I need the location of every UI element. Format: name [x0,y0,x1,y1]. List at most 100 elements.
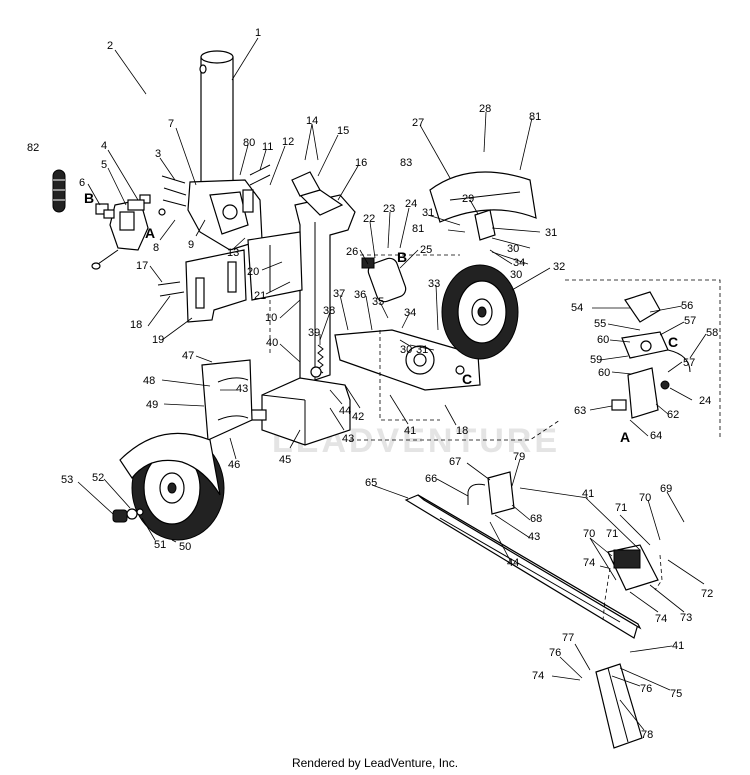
callout-52: 52 [92,472,104,484]
callout-11: 11 [262,141,273,153]
leader-lines [77,37,707,731]
callout-42: 42 [352,411,364,423]
callout-18-right: 18 [456,425,468,437]
connector-a-valve: A [145,225,155,241]
callout-2: 2 [107,40,113,52]
callout-14: 14 [306,115,318,127]
callout-26: 26 [346,246,358,258]
callout-56: 56 [681,300,693,312]
callout-19: 19 [152,334,164,346]
callout-33: 33 [428,278,440,290]
callout-15: 15 [337,125,349,137]
callout-76-b: 76 [640,683,652,695]
callout-68: 68 [530,513,542,525]
callout-28: 28 [479,103,491,115]
callout-38: 38 [323,305,335,317]
callout-60-a: 60 [597,334,609,346]
tongue-bracket [467,471,515,515]
callout-43-b: 43 [342,433,354,445]
callout-13: 13 [227,247,239,259]
tow-tongue [404,494,642,639]
callout-78: 78 [641,729,653,741]
control-valve [91,199,149,270]
footer-credit: Rendered by LeadVenture, Inc. [291,756,459,770]
hydraulic-hose [139,91,160,204]
engine-mount-plate [334,329,481,391]
cylinder-mount-bracket [187,179,263,251]
callout-1: 1 [255,27,261,39]
connector-a-inset: A [620,429,630,445]
callout-83: 83 [400,157,412,169]
vertical-beam [294,189,356,386]
callout-48: 48 [143,375,155,387]
callout-4: 4 [101,140,107,152]
callout-55: 55 [594,318,606,330]
callout-31-a: 31 [422,207,434,219]
callout-77: 77 [562,632,574,644]
callout-41-b: 41 [582,488,594,500]
callout-23: 23 [383,203,395,215]
slide-plate [185,249,247,323]
axle-bracket [201,359,253,441]
callout-46: 46 [228,459,240,471]
callout-65: 65 [365,477,377,489]
callout-75: 75 [670,688,682,700]
callout-59: 59 [590,354,602,366]
right-fender [429,171,537,223]
callout-66: 66 [425,473,437,485]
guide-bolts [157,281,185,297]
fender-bracket [474,209,496,241]
valve-detail-inset [565,279,721,440]
callout-41-a: 41 [404,425,416,437]
callout-45: 45 [279,454,291,466]
handle-grip [52,169,66,213]
callout-69: 69 [660,483,672,495]
callout-47: 47 [182,350,194,362]
callout-12: 12 [282,136,294,148]
callout-43-c: 43 [528,531,540,543]
callout-67: 67 [449,456,461,468]
callout-82: 82 [27,142,39,154]
oil-filter [361,257,407,303]
callout-35: 35 [372,296,384,308]
callout-18-left: 18 [130,319,142,331]
callout-71-b: 71 [606,528,618,540]
elbow-fitting [95,203,115,219]
routing-lines [269,254,561,441]
right-wheel [441,264,519,360]
callout-79: 79 [513,451,525,463]
connector-c-plate: C [462,371,472,387]
tongue-stand [595,663,643,749]
hitch-coupler [607,544,659,591]
callout-49: 49 [146,399,158,411]
callout-70-b: 70 [583,528,595,540]
callout-27: 27 [412,117,424,129]
callout-20: 20 [247,266,259,278]
callout-17: 17 [136,260,148,272]
callout-74-c: 74 [532,670,544,682]
callout-63: 63 [574,405,586,417]
callout-30-a: 30 [507,243,519,255]
callout-31-b: 31 [545,227,557,239]
callout-labels: 1 2 3 4 5 6 7 8 9 10 11 12 13 14 15 16 1… [27,27,718,741]
callout-36: 36 [354,289,366,301]
callout-10: 10 [265,312,277,324]
callout-76-a: 76 [549,647,561,659]
connector-letters: A A B B C C [84,190,678,445]
callout-16: 16 [355,157,367,169]
callout-57-b: 57 [683,357,695,369]
callout-51: 51 [154,539,166,551]
callout-57-a: 57 [684,315,696,327]
callout-74-b: 74 [655,613,667,625]
safety-chains [602,554,663,621]
wedge-plate [291,171,321,197]
callout-24-inset: 24 [699,395,711,407]
callout-70-a: 70 [639,492,651,504]
callout-32: 32 [553,261,565,273]
callout-39: 39 [308,327,320,339]
callout-7: 7 [168,118,174,130]
callout-80: 80 [243,137,255,149]
callout-72: 72 [701,588,713,600]
